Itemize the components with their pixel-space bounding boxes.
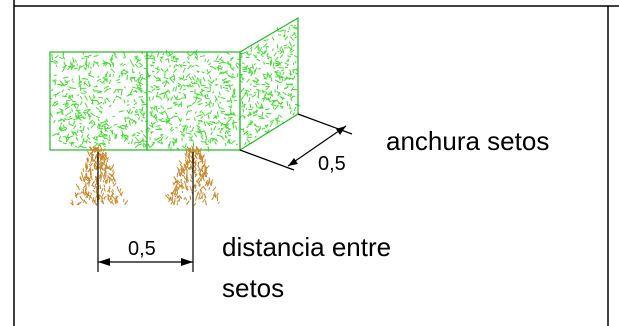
hedge-width-label: anchura setos: [386, 126, 550, 156]
hedge-distance-value: 0,5: [128, 238, 156, 260]
hedge-bases: [70, 144, 220, 206]
hedge-side-foliage: [238, 24, 300, 146]
hedge-distance-dimension: 0,5: [97, 152, 194, 272]
hedge-distance-label-line2: setos: [222, 273, 285, 303]
hedge-rows: [49, 16, 300, 152]
hedge-front-foliage: [49, 49, 242, 152]
hedge-distance-label-line1: distancia entre: [222, 232, 392, 262]
hedge-width-value: 0,5: [318, 153, 346, 175]
hedge-width-dimension: 0,5: [239, 113, 353, 175]
frame: [13, 0, 619, 326]
